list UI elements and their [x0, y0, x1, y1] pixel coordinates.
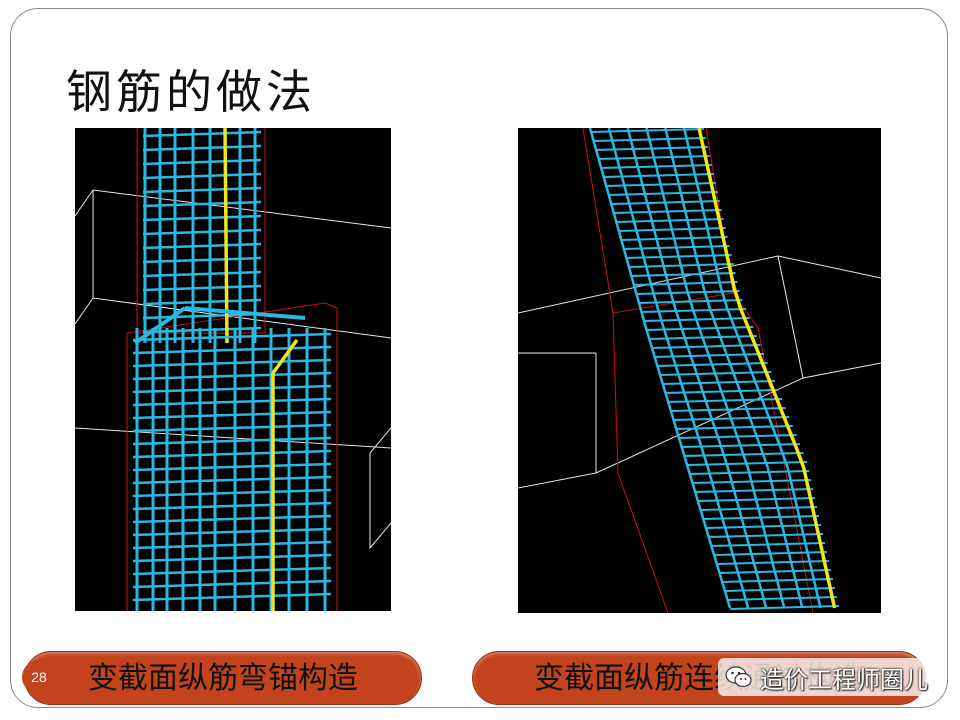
rebar-render-right-svg	[518, 128, 881, 613]
column-outline	[705, 128, 814, 613]
rebar-render-bent-anchor	[75, 128, 391, 611]
beam-outline	[369, 427, 391, 550]
watermark-text: 造价工程师圈儿	[760, 665, 928, 694]
beam-outline	[75, 427, 391, 449]
stirrup	[132, 358, 332, 368]
longitudinal-bar	[588, 128, 732, 609]
wechat-icon	[725, 666, 752, 688]
beam-outline	[92, 297, 391, 339]
stirrup	[132, 332, 332, 342]
highlight-bar	[697, 128, 837, 609]
stirrup	[132, 514, 332, 524]
stirrup	[132, 501, 332, 511]
highlight-bar	[223, 128, 229, 344]
slide-frame	[10, 8, 948, 708]
stirrup	[132, 436, 332, 446]
stirrup	[132, 553, 332, 563]
bent-bar	[133, 306, 187, 345]
caption-bent-anchor: 变截面纵筋弯锚构造	[24, 651, 422, 705]
stirrup	[132, 423, 332, 433]
longitudinal-bar	[607, 128, 750, 609]
longitudinal-bar	[682, 128, 822, 609]
beam-outline	[75, 190, 94, 325]
slide-title: 钢筋的做法	[66, 65, 316, 119]
stirrup	[132, 371, 332, 381]
longitudinal-bar	[626, 128, 768, 609]
stirrup	[132, 540, 332, 550]
beam-outline	[518, 353, 597, 489]
longitudinal-bar	[664, 128, 804, 609]
beam-outline	[595, 377, 804, 474]
stirrup	[132, 475, 332, 485]
beam-outline	[75, 189, 391, 229]
stirrup	[132, 449, 332, 459]
stirrup	[132, 410, 332, 420]
stirrup	[132, 345, 332, 355]
stirrup	[132, 592, 332, 602]
column-outline	[582, 128, 669, 613]
bent-bar	[184, 306, 306, 320]
highlight-bar	[271, 338, 299, 375]
page-number: 28	[22, 660, 56, 694]
rebar-render-continuous	[518, 128, 881, 613]
stirrup	[132, 527, 332, 537]
stirrup	[132, 488, 332, 498]
longitudinal-bar	[645, 128, 786, 609]
rebar-render-left-svg	[75, 128, 391, 611]
stirrup	[132, 397, 332, 407]
stirrup	[132, 462, 332, 472]
stirrup	[132, 384, 332, 394]
watermark: 造价工程师圈儿	[718, 658, 934, 696]
stirrup	[132, 579, 332, 589]
stirrup	[132, 566, 332, 576]
